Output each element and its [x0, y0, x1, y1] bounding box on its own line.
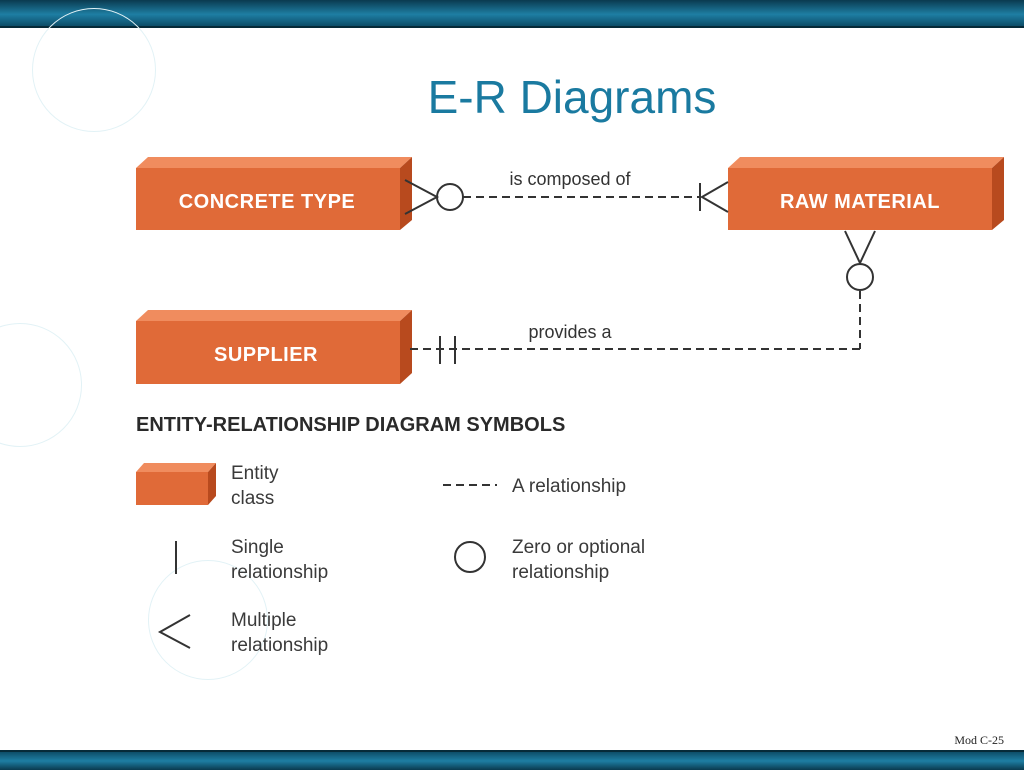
- entity-top-face: [136, 463, 216, 472]
- bottom-band: [0, 750, 1024, 770]
- legend-label-line: Zero or optional: [512, 537, 645, 558]
- legend-label-line: class: [231, 488, 274, 509]
- entity-side-face: [208, 463, 216, 505]
- relationship-label-composed-of: is composed of: [509, 169, 631, 189]
- zero-optional-symbol: [436, 183, 464, 211]
- entity-label: RAW MATERIAL: [780, 191, 940, 213]
- entity-label: SUPPLIER: [214, 344, 318, 366]
- entity-side-face: [992, 157, 1004, 230]
- entity-supplier: SUPPLIER: [136, 310, 412, 384]
- legend-label-line: Entity: [231, 463, 279, 484]
- decorative-circle-lower: [148, 560, 268, 680]
- entity-side-face: [400, 157, 412, 230]
- entity-side-face: [400, 310, 412, 384]
- entity-front-face: [136, 168, 400, 230]
- legend-label-line: Single: [231, 537, 284, 558]
- legend-relationship: A relationship: [443, 476, 626, 497]
- entity-front-face: [136, 321, 400, 384]
- legend-multiple-relationship: Multiple relationship: [157, 610, 328, 656]
- entity-front-face: [728, 168, 992, 230]
- zero-optional-symbol: [454, 541, 486, 573]
- crows-foot-symbol: [157, 614, 191, 649]
- entity-front-face: [136, 472, 208, 505]
- relationship-label-provides: provides a: [528, 322, 612, 342]
- slide-title: E-R Diagrams: [427, 71, 717, 123]
- relationship-provides: [405, 230, 876, 364]
- legend-label-line: relationship: [231, 562, 328, 583]
- slide-footer: Mod C-25: [954, 733, 1004, 747]
- legend-label-line: Multiple: [231, 610, 296, 631]
- decorative-circle-top: [32, 8, 156, 132]
- legend-entity-class: Entity class: [136, 463, 279, 509]
- crows-foot-symbol: [844, 230, 876, 266]
- legend-label-line: relationship: [231, 635, 328, 656]
- crows-foot-symbol: [699, 181, 729, 213]
- entity-raw-material: RAW MATERIAL: [728, 157, 1004, 230]
- zero-optional-symbol: [846, 263, 874, 291]
- entity-label: CONCRETE TYPE: [179, 191, 356, 213]
- top-band: [0, 0, 1024, 28]
- relationship-composed-of: [404, 179, 729, 215]
- legend-heading: ENTITY-RELATIONSHIP DIAGRAM SYMBOLS: [136, 414, 565, 436]
- entity-top-face: [728, 157, 1004, 168]
- entity-concrete-type: CONCRETE TYPE: [136, 157, 412, 230]
- legend-label-line: A relationship: [512, 476, 626, 497]
- legend-zero-optional-relationship: Zero or optional relationship: [454, 537, 645, 583]
- entity-top-face: [136, 157, 412, 168]
- legend-label-line: relationship: [512, 562, 609, 583]
- legend-single-relationship: Single relationship: [175, 537, 328, 583]
- entity-top-face: [136, 310, 412, 321]
